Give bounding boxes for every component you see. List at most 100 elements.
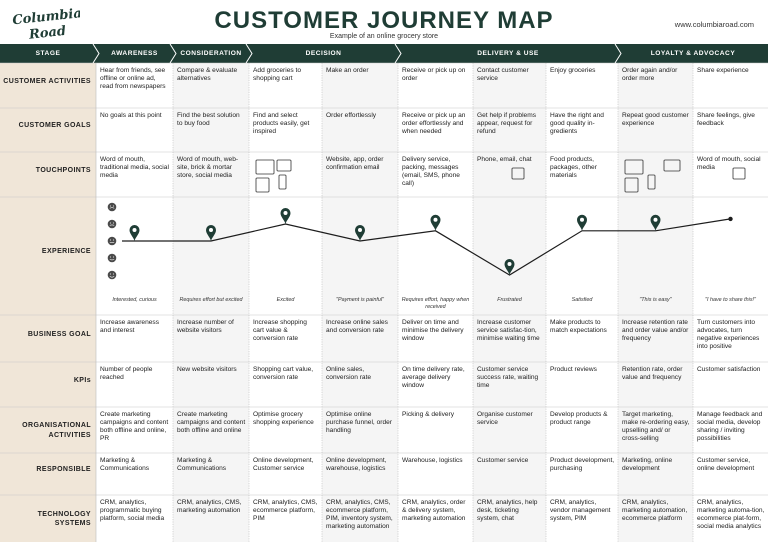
row-label-touchpoints: TOUCHPOINTS [35,166,91,174]
location-pin-icon [577,214,587,231]
row-label-customer-activities: CUSTOMER ACTIVITIES [3,77,91,85]
page-subtitle: Example of an online grocery store [329,33,439,40]
cell-touchpoints-5: Phone, email, chat [477,156,532,163]
cell-organisational-activities-7: Target marketing, make re-ordering easy,… [622,411,690,442]
column-shade [173,63,249,542]
cell-kpis-5: Customer service success rate, waiting t… [477,366,539,389]
row-label-organisational-activities: ORGANISATIONAL ACTIVITIES [22,422,91,439]
column-shade [473,63,546,542]
cell-business-goal-5: Increase customer service satisfac-tion,… [477,319,540,342]
stage-delivery-use: DELIVERY & USE [477,50,539,57]
cell-responsible-0: Marketing & Communications [100,457,150,472]
phone-icon [647,174,656,190]
mood-face-icon [107,253,117,263]
location-pin-icon [650,214,661,231]
experience-endpoint [728,216,733,222]
cell-business-goal-7: Increase retention rate and order value … [622,319,689,342]
cell-customer-activities-0: Hear from friends, see offline or online… [100,67,166,90]
mood-face-icon [107,202,117,212]
cell-customer-activities-2: Add groceries to shopping cart [253,67,302,82]
cell-organisational-activities-6: Develop products & product range [550,411,608,426]
columbia-road-logo: Columbia Road [10,4,83,44]
cell-touchpoints-1: Word of mouth, web-site, brick & mortar … [177,156,239,179]
row-label-column [0,63,96,542]
cell-kpis-3: Online sales, conversion rate [326,366,372,381]
cell-business-goal-2: Increase shopping cart value & conversio… [253,319,307,342]
experience-label: Interested, curious [112,297,157,303]
cell-organisational-activities-1: Create marketing campaigns and content b… [177,411,246,434]
cell-technology-systems-6: CRM, analytics, vendor management system… [550,499,611,522]
stage-consideration: CONSIDERATION [180,50,242,57]
experience-label: Excited [276,297,295,303]
row-label-customer-goals: CUSTOMER GOALS [18,122,91,129]
thumbs-up-icon [732,167,746,180]
cell-customer-goals-4: Receive or pick up an order effortlessly… [402,112,466,135]
stage-decision: DECISION [305,50,342,57]
cell-customer-goals-1: Find the best solution to buy food [177,112,240,127]
email-envelope-icon [663,159,681,172]
cell-touchpoints-7 [622,156,690,195]
cell-responsible-1: Marketing & Communications [177,457,227,472]
cell-customer-activities-6: Enjoy groceries [550,67,596,74]
browser-window-icon [624,159,644,175]
cell-touchpoints-4: Delivery service, packing, messages (ema… [402,156,460,187]
cell-responsible-3: Online development, warehouse, logistics [326,457,387,472]
experience-label: Requires effort but excited [179,297,243,303]
cell-responsible-5: Customer service [477,457,529,464]
cell-kpis-6: Product reviews [550,366,597,373]
tablet-icon [624,177,639,193]
cell-organisational-activities-8: Manage feedback and social media, develo… [697,411,763,442]
cell-technology-systems-5: CRM, analytics, help desk, ticketing sys… [477,499,538,522]
stage-chevron [245,43,253,64]
cell-organisational-activities-5: Organise customer service [477,411,533,426]
location-pin-icon [280,208,291,224]
location-pin-icon [430,214,441,231]
experience-label: Frustrated [497,297,522,303]
column-shade [618,63,693,542]
stage-chevron [92,43,100,64]
experience-label: "I have to share this!" [705,297,756,303]
cell-responsible-7: Marketing, online development [622,457,673,472]
experience-label: Requires effort, happy when received [401,297,470,310]
cell-kpis-7: Retention rate, order value and frequenc… [622,366,683,381]
experience-label: "Payment is painful" [336,297,384,303]
row-label-experience: EXPERIENCE [41,248,91,255]
cell-kpis-8: Customer satisfaction [697,366,761,373]
website-link[interactable]: www.columbiaroad.com [674,20,754,29]
mood-face-icon [107,236,117,246]
cell-kpis-2: Shopping cart value, conversion rate [253,366,314,381]
cell-customer-activities-4: Receive or pick up on order [402,67,466,82]
cell-technology-systems-0: CRM, analytics, programmatic buying plat… [100,499,165,522]
location-pin-icon [206,225,216,241]
cell-responsible-6: Product development, purchasing [550,457,615,472]
row-label-kpis: KPIs [73,376,91,384]
experience-line [122,218,731,276]
stage-label: STAGE [35,50,61,57]
cell-customer-activities-7: Order again and/or order more [622,67,678,82]
cell-customer-goals-2: Find and select products easily, get ins… [253,112,310,135]
cell-customer-goals-3: Order effortlessly [326,112,377,119]
cell-kpis-0: Number of people reached [100,366,153,381]
cell-kpis-4: On time delivery rate, average delivery … [402,366,465,389]
cell-business-goal-0: Increase awareness and interest [100,319,160,334]
svg-text:Road: Road [27,24,66,43]
cell-organisational-activities-3: Optimise online purchase funnel, order h… [326,411,392,434]
row-label-business-goal: BUSINESS GOAL [27,330,91,338]
cell-responsible-8: Customer service, online development [697,457,755,472]
cell-organisational-activities-0: Create marketing campaigns and content b… [100,411,169,442]
cell-touchpoints-2 [253,156,319,195]
cell-customer-goals-5: Get help if problems appear, request for… [477,112,537,135]
stage-chevron [614,43,622,64]
stage-chevron [169,43,177,64]
cell-customer-activities-3: Make an order [326,67,369,74]
mood-face-icon [107,270,117,280]
phone-icon [278,174,287,190]
cell-business-goal-3: Increase online sales and conversion rat… [326,319,388,334]
cell-touchpoints-8: Word of mouth, social media [697,156,761,171]
cell-responsible-2: Online development, Customer service [253,457,314,472]
cell-technology-systems-4: CRM, analytics, order & delivery system,… [402,499,466,522]
cell-technology-systems-7: CRM, analytics, marketing automation, ec… [622,499,688,522]
cell-technology-systems-2: CRM, analytics, CMS, ecommerce platform,… [253,499,318,522]
